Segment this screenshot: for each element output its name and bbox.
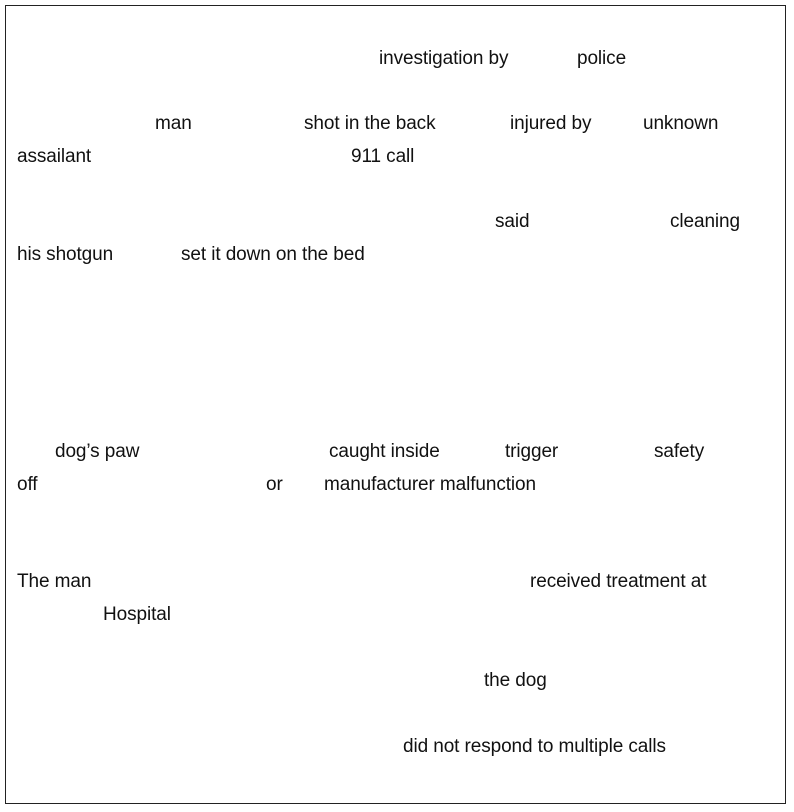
text-fragment: did not respond to multiple calls <box>403 736 666 757</box>
text-fragment: safety <box>654 441 705 462</box>
text-fragment: Hospital <box>103 604 171 625</box>
text-fragment: The man <box>17 571 92 592</box>
text-fragment: trigger <box>505 441 559 462</box>
text-fragment: manufacturer malfunction <box>324 474 536 495</box>
text-fragment: police <box>577 48 627 69</box>
text-fragment: investigation by <box>379 48 509 69</box>
text-fragment: cleaning <box>670 211 740 232</box>
text-fragment: unknown <box>643 113 719 134</box>
text-fragment: said <box>495 211 530 232</box>
text-fragment: the dog <box>484 670 547 691</box>
text-fragment: received treatment at <box>530 571 707 592</box>
text-fragment: dog’s paw <box>55 441 140 462</box>
text-fragment: or <box>266 474 283 495</box>
text-fragment: 911 call <box>351 146 415 167</box>
text-fragment: shot in the back <box>304 113 436 134</box>
text-fragment: assailant <box>17 146 92 167</box>
document-page <box>5 5 786 804</box>
text-fragment: injured by <box>510 113 592 134</box>
text-fragment: man <box>155 113 192 134</box>
text-fragment: set it down on the bed <box>181 244 365 265</box>
text-fragment: his shotgun <box>17 244 114 265</box>
text-fragment: off <box>17 474 38 495</box>
text-fragment: caught inside <box>329 441 440 462</box>
